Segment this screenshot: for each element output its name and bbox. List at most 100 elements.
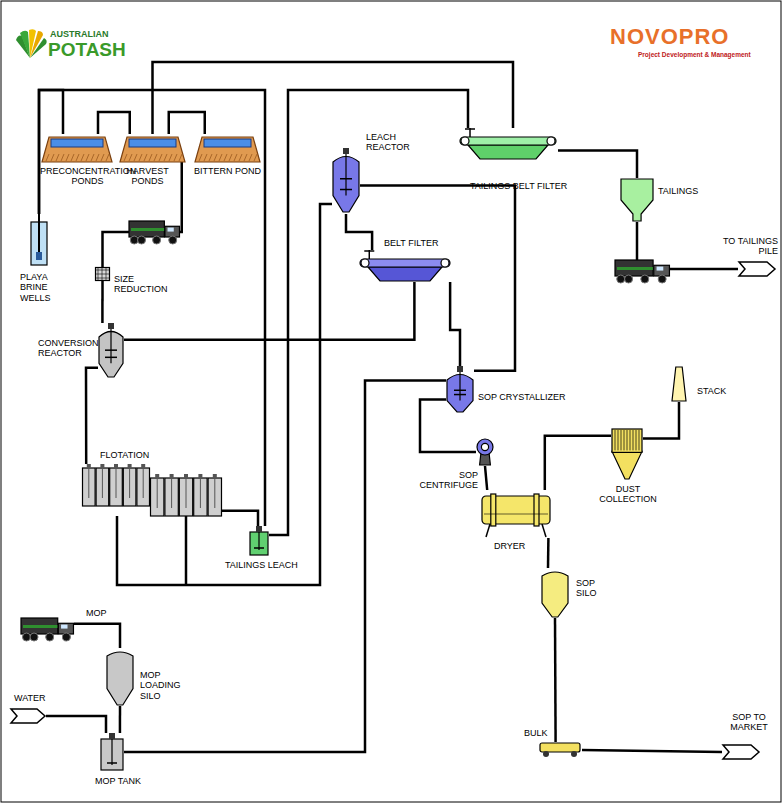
size-symbol xyxy=(95,267,110,281)
equipment-label: PLAYA BRINE WELLS xyxy=(20,272,62,303)
equipment-arrow: SOP TO MARKET xyxy=(722,744,760,760)
logo-text: Project Development & Management xyxy=(638,52,751,59)
equipment-size: SIZE REDUCTION xyxy=(95,267,110,281)
dust-symbol xyxy=(611,428,643,480)
equipment-belt: TAILINGS BELT FILTER xyxy=(458,128,558,160)
dryer-symbol xyxy=(480,490,552,538)
equipment-label: TO TAILINGS PILE xyxy=(706,236,778,257)
equipment-label: DRYER xyxy=(494,541,544,551)
equipment-label: SOP SILO xyxy=(576,578,610,599)
equipment-label: WATER xyxy=(14,693,64,703)
flotation-drop-line xyxy=(185,516,188,585)
logo-text: AUSTRALIAN xyxy=(50,30,109,39)
equipment-hopper: TAILINGS xyxy=(620,178,654,222)
equipment-label: LEACH REACTOR xyxy=(366,132,418,153)
process-line xyxy=(124,380,446,752)
equipment-label: TAILINGS BELT FILTER xyxy=(470,181,590,191)
arrow-symbol xyxy=(738,261,776,277)
process-line xyxy=(643,402,679,438)
equipment-silo: MOP LOADING SILO xyxy=(106,648,134,706)
bulk-symbol xyxy=(538,742,582,758)
equipment-label: HARVEST PONDS xyxy=(120,166,175,187)
process-line xyxy=(98,112,130,134)
process-line xyxy=(46,716,106,733)
equipment-reactor: LEACH REACTOR xyxy=(332,148,360,214)
equipment-label: PRECONCENTRATION PONDS xyxy=(40,166,135,187)
equipment-label: SOP CRYSTALLIZER xyxy=(478,392,570,402)
process-line xyxy=(485,466,487,490)
equipment-dryer: DRYER xyxy=(480,490,552,538)
truck-symbol xyxy=(129,221,179,244)
process-line xyxy=(86,368,98,464)
pond-symbol xyxy=(120,134,185,162)
process-line xyxy=(582,750,722,752)
equipment-label: SOP CENTRIFUGE xyxy=(402,470,478,491)
pond-symbol xyxy=(42,134,112,162)
reactor-symbol xyxy=(446,366,474,414)
equipment-tank: TAILINGS LEACH xyxy=(249,526,269,556)
reactor-symbol xyxy=(332,148,360,214)
pond-symbol xyxy=(195,134,260,162)
stack-symbol xyxy=(671,366,687,402)
process-line xyxy=(124,282,414,340)
process-line xyxy=(101,281,104,323)
arrow-symbol xyxy=(722,744,760,760)
process-line xyxy=(103,162,182,267)
equipment-arrow: WATER xyxy=(10,708,46,724)
process-line xyxy=(222,511,258,526)
equipment-reactor: SOP CRYSTALLIZER xyxy=(446,366,474,414)
equipment-truck: MOP xyxy=(20,616,74,642)
truck-symbol xyxy=(615,260,669,283)
process-line xyxy=(346,214,372,250)
equipment-label: MOP TANK xyxy=(95,776,155,786)
equipment-reactor: CONVERSION REACTOR xyxy=(98,323,124,379)
equipment-label: TAILINGS LEACH xyxy=(225,560,305,570)
equipment-label: MOP xyxy=(86,608,116,618)
process-line xyxy=(558,150,637,178)
equipment-label: SOP TO MARKET xyxy=(720,712,778,733)
equipment-label: TAILINGS xyxy=(658,186,708,196)
equipment-label: BELT FILTER xyxy=(384,238,454,248)
reactor-symbol xyxy=(98,323,124,379)
well-symbol xyxy=(28,214,50,266)
equipment-silo: SOP SILO xyxy=(541,568,569,618)
centrifuge-symbol xyxy=(476,438,494,466)
potash-logo-fan xyxy=(16,29,47,58)
equipment-stack: STACK xyxy=(671,366,687,402)
equipment-arrow: TO TAILINGS PILE xyxy=(738,261,776,277)
truck-symbol xyxy=(20,616,74,642)
equipment-dust: DUST COLLECTION xyxy=(611,428,643,480)
process-line xyxy=(117,204,332,585)
arrow-symbol xyxy=(10,708,46,724)
equipment-label: SIZE REDUCTION xyxy=(114,274,166,295)
tank-symbol xyxy=(100,733,124,771)
flot-symbol xyxy=(82,464,222,516)
equipment-centrifuge: SOP CENTRIFUGE xyxy=(476,438,494,466)
equipment-flot: FLOTATION xyxy=(82,464,222,516)
process-line xyxy=(119,706,122,733)
equipment-bulk: BULK xyxy=(538,742,582,758)
tank-symbol xyxy=(249,526,269,556)
process-line xyxy=(450,282,460,366)
equipment-pond: PRECONCENTRATION PONDS xyxy=(42,134,112,162)
process-line xyxy=(545,436,611,490)
equipment-well: PLAYA BRINE WELLS xyxy=(28,214,50,266)
belt-symbol xyxy=(458,128,558,160)
logo-text: NOVOPRO xyxy=(610,26,729,48)
equipment-label: MOP LOADING SILO xyxy=(140,670,196,701)
equipment-label: FLOTATION xyxy=(100,450,170,460)
equipment-label: BITTERN POND xyxy=(190,166,265,176)
process-line xyxy=(554,618,557,742)
equipment-label: STACK xyxy=(697,386,737,396)
process-line xyxy=(269,90,468,535)
process-line xyxy=(74,624,120,648)
equipment-belt: BELT FILTER xyxy=(358,250,452,282)
process-line xyxy=(153,62,514,134)
logo-text: POTASH xyxy=(48,40,126,59)
equipment-tank: MOP TANK xyxy=(100,733,124,771)
process-line xyxy=(39,90,265,526)
process-line xyxy=(169,112,205,134)
